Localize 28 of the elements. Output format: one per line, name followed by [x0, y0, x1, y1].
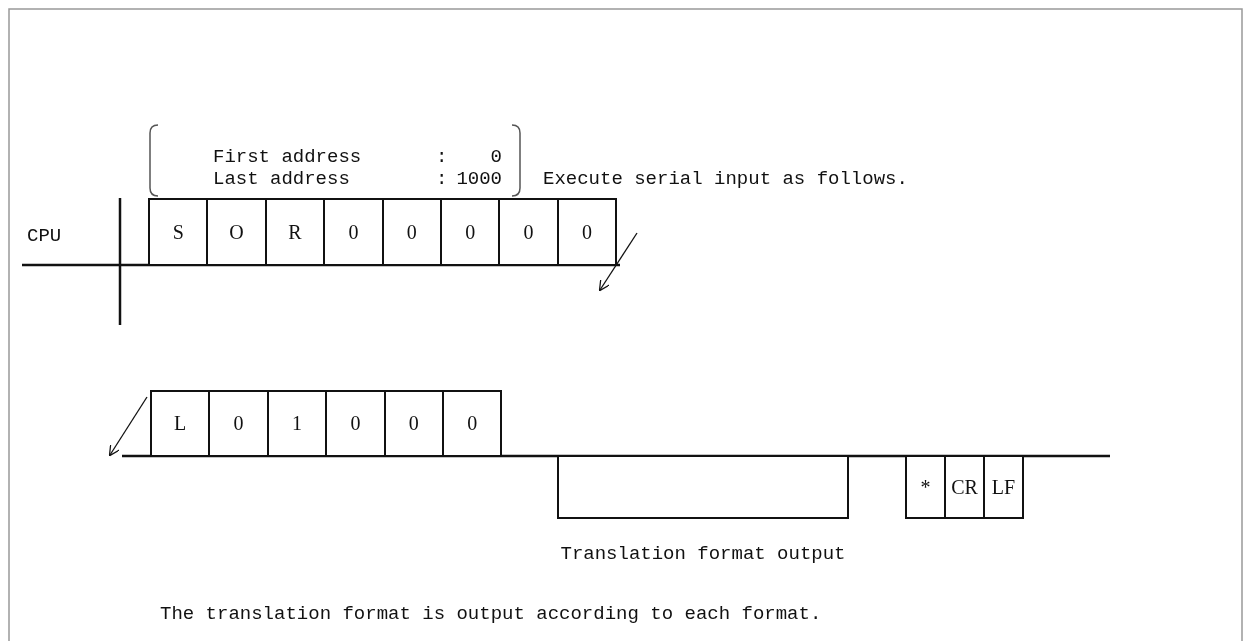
separator: :	[436, 146, 448, 168]
character-cell: *	[905, 455, 946, 519]
character-cell: 0	[325, 390, 386, 457]
character-cell: LF	[983, 455, 1024, 519]
field-label: Last address	[213, 168, 350, 190]
character-cell: 0	[208, 390, 269, 457]
character-cell: R	[264, 198, 326, 266]
output-frame	[557, 455, 849, 519]
character-cell: 0	[383, 390, 444, 457]
character-cell: CR	[944, 455, 985, 519]
character-cell: 1	[266, 390, 328, 457]
character-cell: 0	[442, 390, 503, 457]
field-value: 0	[490, 146, 502, 168]
separator: :	[436, 168, 448, 190]
signal-label: CPU	[27, 225, 62, 247]
character-cell: 0	[381, 198, 442, 266]
field-value: 1000	[456, 168, 502, 190]
frame-caption: Translation format output	[560, 543, 846, 565]
character-cell: S	[148, 198, 209, 266]
note-text: Execute serial input as follows.	[543, 168, 908, 190]
field-label: First address	[213, 146, 362, 168]
character-cell: O	[206, 198, 267, 266]
character-cell: 0	[440, 198, 501, 266]
character-cell: 0	[323, 198, 384, 266]
character-cell: 0	[556, 198, 618, 266]
character-cell: 0	[498, 198, 559, 266]
character-cell: L	[150, 390, 211, 457]
caption: The translation format is output according to each format.	[160, 603, 822, 625]
